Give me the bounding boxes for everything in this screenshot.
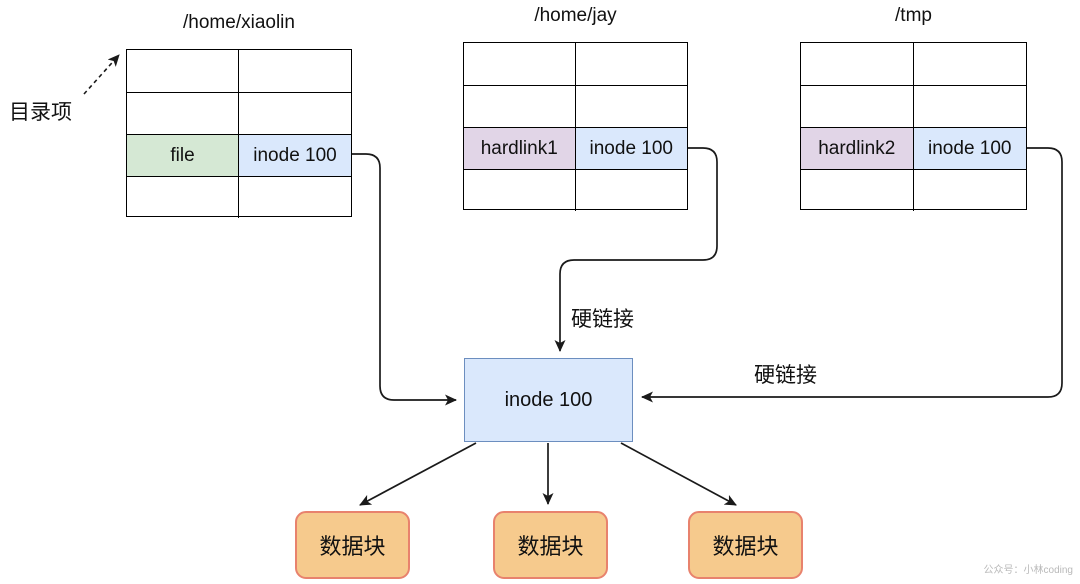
empty-cell xyxy=(801,85,914,127)
table-title-home-xiaolin: /home/xiaolin xyxy=(183,12,295,33)
connector-inode-to-block-1 xyxy=(359,442,477,506)
file-inode-cell: inode 100 xyxy=(239,134,351,176)
empty-cell xyxy=(127,50,239,92)
empty-cell xyxy=(127,92,239,134)
empty-cell xyxy=(464,85,576,127)
hardlink-label-right: 硬链接 xyxy=(754,364,817,387)
table-title-home-jay: /home/jay xyxy=(534,5,617,26)
data-block-2: 数据块 xyxy=(493,511,608,579)
hardlink2-name-cell: hardlink2 xyxy=(801,127,914,169)
empty-cell xyxy=(464,169,576,211)
connector-inode-to-block-3 xyxy=(620,442,737,506)
empty-cell xyxy=(914,43,1027,85)
inode-box: inode 100 xyxy=(464,358,633,442)
empty-cell xyxy=(239,92,351,134)
empty-cell xyxy=(913,85,1026,127)
directory-entry-label: 目录项 xyxy=(9,101,72,124)
empty-cell xyxy=(575,169,687,211)
data-block-1: 数据块 xyxy=(295,511,410,579)
hardlink-label-top: 硬链接 xyxy=(571,308,634,331)
empty-cell xyxy=(127,176,239,218)
empty-cell xyxy=(801,169,914,211)
empty-cell xyxy=(913,169,1026,211)
table-title-tmp: /tmp xyxy=(895,5,932,26)
directory-table-tmp: hardlink2 inode 100 xyxy=(800,42,1027,211)
empty-cell xyxy=(464,43,576,85)
empty-cell xyxy=(575,85,687,127)
connector-xiaolin-to-inode xyxy=(352,153,457,406)
empty-cell xyxy=(576,43,688,85)
hardlink2-inode-cell: inode 100 xyxy=(913,127,1026,169)
file-name-cell: file xyxy=(127,134,239,176)
empty-cell xyxy=(239,176,351,218)
directory-table-home-jay: hardlink1 inode 100 xyxy=(463,42,688,211)
hardlink1-inode-cell: inode 100 xyxy=(575,127,687,169)
directory-entry-arrow xyxy=(83,54,120,95)
watermark: 公众号：小林coding xyxy=(983,565,1073,576)
data-block-3: 数据块 xyxy=(688,511,803,579)
empty-cell xyxy=(801,43,914,85)
hardlink1-name-cell: hardlink1 xyxy=(464,127,576,169)
directory-table-home-xiaolin: file inode 100 xyxy=(126,49,352,218)
empty-cell xyxy=(239,50,351,92)
